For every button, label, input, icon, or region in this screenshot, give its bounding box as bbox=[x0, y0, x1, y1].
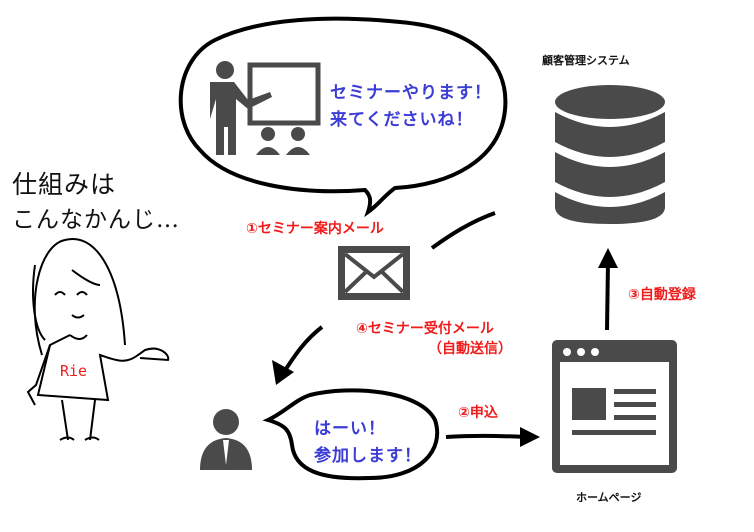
narrator-line2: こんなかんじ… bbox=[12, 207, 180, 233]
bubble-top-line2: 来てくださいね！ bbox=[330, 110, 474, 130]
arrow-head bbox=[598, 248, 618, 268]
stroke-line bbox=[430, 211, 496, 250]
user-icon bbox=[200, 409, 252, 470]
narrator-drawing bbox=[26, 237, 170, 441]
arrow-to-user bbox=[282, 325, 324, 374]
envelope-icon bbox=[338, 246, 410, 300]
speech-bubble bbox=[262, 388, 440, 481]
thought-bubble bbox=[178, 16, 508, 218]
step2-label: ②申込 bbox=[458, 405, 498, 421]
shirt-text: Rie bbox=[60, 362, 88, 380]
presenter-icon bbox=[210, 61, 321, 155]
bubble-top-line1: セミナーやります！ bbox=[330, 83, 492, 103]
step1-label: ①セミナー案内メール bbox=[246, 221, 384, 237]
arrow-to-crm bbox=[605, 261, 610, 331]
narrator-line1: 仕組みは bbox=[12, 170, 117, 199]
crm-label: 顧客管理システム bbox=[542, 54, 630, 67]
step4-sub-label: （自動送信） bbox=[428, 341, 512, 357]
step3-label: ③自動登録 bbox=[628, 287, 696, 303]
arrow-to-homepage bbox=[445, 433, 526, 439]
bubble-user-line1: はーい！ bbox=[314, 419, 386, 439]
homepage-label: ホームページ bbox=[576, 491, 642, 504]
browser-icon bbox=[552, 340, 677, 473]
bubble-user-line2: 参加します！ bbox=[314, 446, 422, 466]
database-icon bbox=[555, 85, 665, 224]
step4-label: ④セミナー受付メール bbox=[356, 321, 494, 337]
